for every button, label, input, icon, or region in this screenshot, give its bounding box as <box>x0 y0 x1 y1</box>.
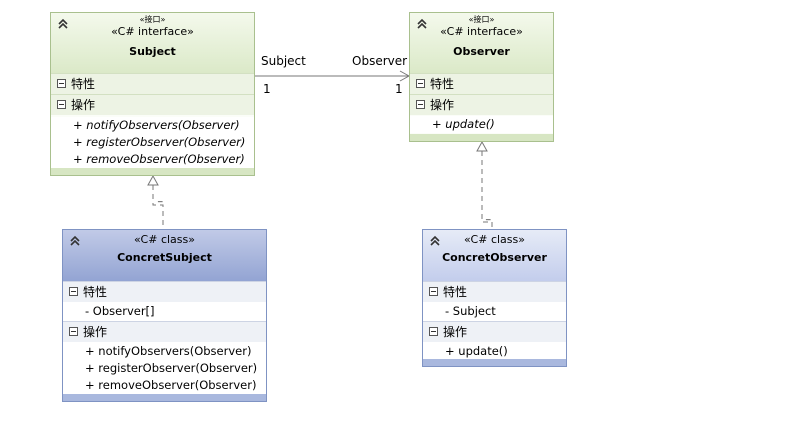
association-source-multiplicity: 1 <box>263 82 271 96</box>
concrete-subject-stereotype: «C# class» <box>134 233 195 246</box>
concrete-subject-footer <box>63 394 266 401</box>
concrete-subject-operations-label: 操作 <box>83 325 108 339</box>
subject-name: Subject <box>129 45 176 58</box>
observer-interface[interactable]: «接口» «C# interface» Observer 特性 操作 + upd… <box>409 12 554 142</box>
collapse-minus-icon[interactable] <box>69 327 78 336</box>
observer-attributes-label: 特性 <box>430 77 455 91</box>
subject-attributes-label: 特性 <box>71 77 96 91</box>
collapse-chevron-icon[interactable] <box>415 17 429 31</box>
concrete-subject-name: ConcretSubject <box>117 251 212 264</box>
observer-stereotype: «C# interface» <box>440 25 523 38</box>
subject-operations-section[interactable]: 操作 <box>51 94 254 115</box>
concrete-subject-operation[interactable]: + removeObserver(Observer) <box>63 377 266 394</box>
concrete-subject-class[interactable]: «C# class» ConcretSubject 特性 - Observer[… <box>62 229 267 402</box>
association-target-role: Observer <box>352 54 408 68</box>
collapse-chevron-icon[interactable] <box>428 234 442 248</box>
observer-operation[interactable]: + update() <box>410 116 553 133</box>
subject-interface[interactable]: «接口» «C# interface» Subject 特性 操作 + noti… <box>50 12 255 176</box>
concrete-subject-operation[interactable]: + registerObserver(Observer) <box>63 360 266 377</box>
association-source-role: Subject <box>261 54 306 68</box>
observer-header: «接口» «C# interface» Observer <box>410 13 553 73</box>
realization-subject[interactable] <box>147 174 164 229</box>
concrete-observer-operation[interactable]: + update() <box>423 343 566 360</box>
subject-operations-label: 操作 <box>71 98 96 112</box>
observer-name: Observer <box>453 45 510 58</box>
association-target-multiplicity: 1 <box>395 82 403 96</box>
subject-stereotype: «C# interface» <box>111 25 194 38</box>
concrete-subject-operation[interactable]: + notifyObservers(Observer) <box>63 343 266 360</box>
concrete-observer-attributes-section[interactable]: 特性 <box>423 281 566 302</box>
collapse-minus-icon[interactable] <box>57 79 66 88</box>
collapse-minus-icon[interactable] <box>416 79 425 88</box>
observer-operations-section[interactable]: 操作 <box>410 94 553 115</box>
subject-header: «接口» «C# interface» Subject <box>51 13 254 73</box>
realization-mark-subject: _ <box>158 193 163 203</box>
realization-mark-observer: _ <box>486 211 491 221</box>
observer-footer <box>410 134 553 141</box>
concrete-observer-stereotype: «C# class» <box>464 233 525 246</box>
association-line[interactable] <box>255 70 411 82</box>
subject-operation[interactable]: + notifyObservers(Observer) <box>51 117 254 134</box>
concrete-observer-operations-label: 操作 <box>443 325 468 339</box>
collapse-chevron-icon[interactable] <box>68 234 82 248</box>
observer-attributes-section[interactable]: 特性 <box>410 73 553 94</box>
concrete-observer-class[interactable]: «C# class» ConcretObserver 特性 - Subject … <box>422 229 567 367</box>
collapse-chevron-icon[interactable] <box>56 17 70 31</box>
collapse-minus-icon[interactable] <box>429 287 438 296</box>
observer-operations-label: 操作 <box>430 98 455 112</box>
collapse-minus-icon[interactable] <box>57 100 66 109</box>
collapse-minus-icon[interactable] <box>429 327 438 336</box>
concrete-observer-operations-section[interactable]: 操作 <box>423 321 566 342</box>
collapse-minus-icon[interactable] <box>69 287 78 296</box>
concrete-observer-footer <box>423 359 566 366</box>
observer-stereotype-top: «接口» <box>468 15 495 24</box>
concrete-observer-attribute[interactable]: - Subject <box>423 302 566 321</box>
concrete-subject-operations-section[interactable]: 操作 <box>63 321 266 342</box>
subject-attributes-section[interactable]: 特性 <box>51 73 254 94</box>
subject-operation[interactable]: + registerObserver(Observer) <box>51 134 254 151</box>
subject-footer <box>51 168 254 175</box>
concrete-observer-header: «C# class» ConcretObserver <box>423 230 566 281</box>
concrete-subject-attributes-section[interactable]: 特性 <box>63 281 266 302</box>
realization-observer[interactable] <box>476 140 493 229</box>
subject-operation[interactable]: + removeObserver(Observer) <box>51 151 254 168</box>
collapse-minus-icon[interactable] <box>416 100 425 109</box>
concrete-subject-attributes-label: 特性 <box>83 285 108 299</box>
concrete-subject-attribute[interactable]: - Observer[] <box>63 302 266 321</box>
concrete-observer-attributes-label: 特性 <box>443 285 468 299</box>
concrete-subject-header: «C# class» ConcretSubject <box>63 230 266 281</box>
subject-stereotype-top: «接口» <box>139 15 166 24</box>
concrete-observer-name: ConcretObserver <box>442 251 547 264</box>
